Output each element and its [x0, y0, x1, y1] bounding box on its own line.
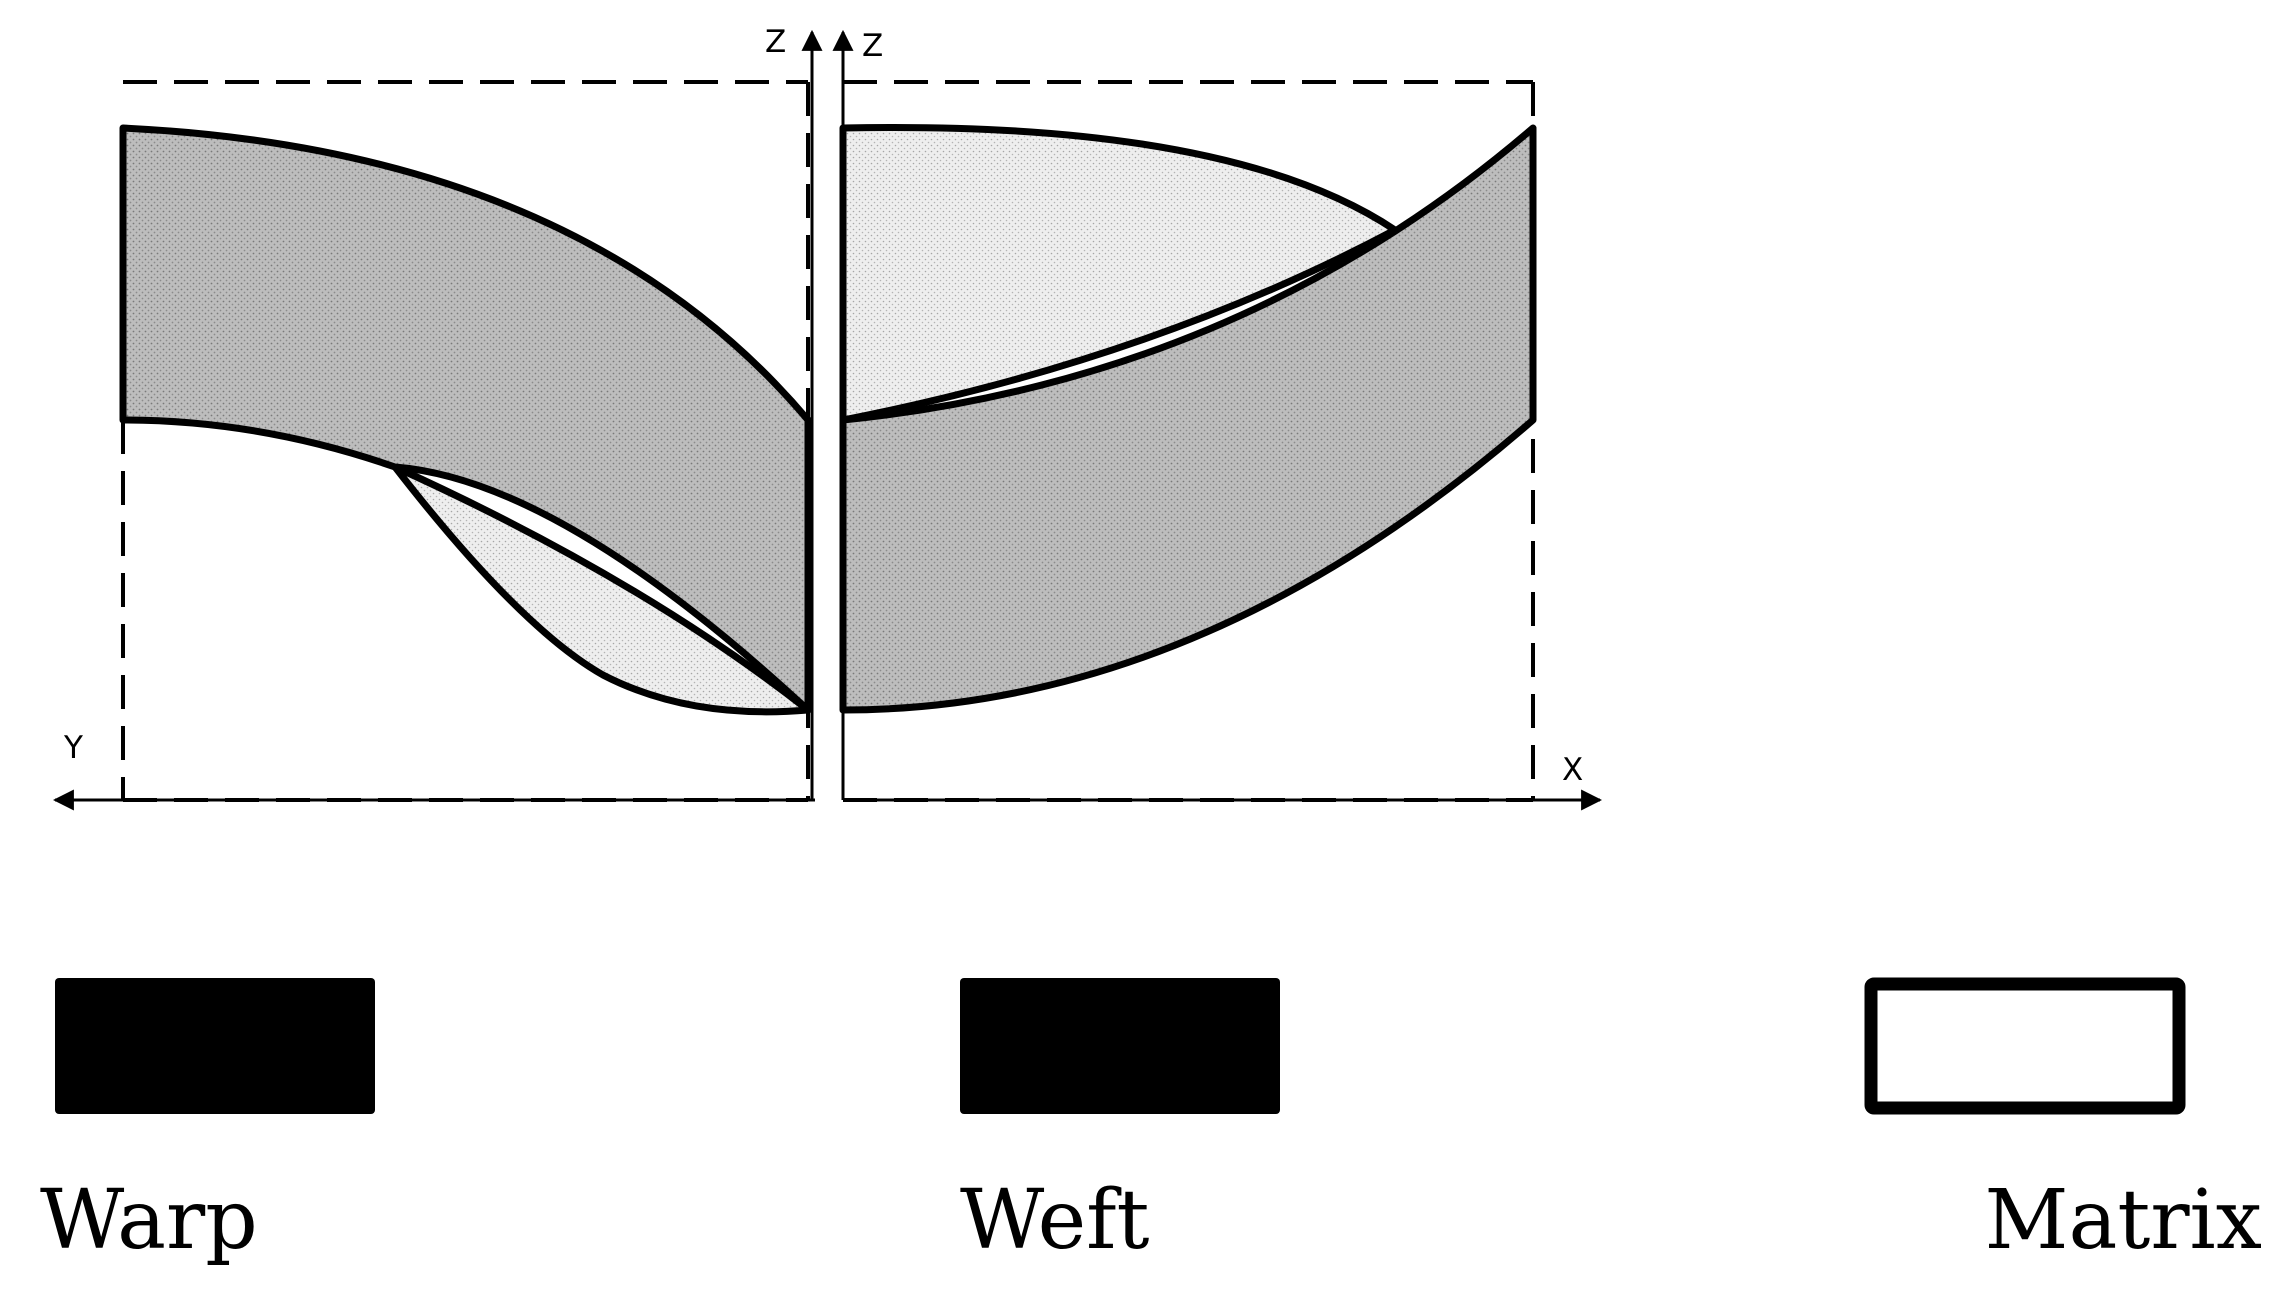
left-horizontal-axis-label: Y	[63, 730, 83, 766]
weft-swatch	[960, 978, 1280, 1114]
legend-item-matrix: Matrix	[1864, 977, 2262, 1268]
weft-label: Weft	[960, 1173, 1149, 1268]
legend: Warp Weft Matrix	[40, 977, 2262, 1268]
right-vertical-axis-label: Z	[862, 28, 883, 64]
right-horizontal-axis-label: X	[1562, 752, 1583, 788]
right-weft-tow	[839, 124, 1537, 714]
left-inner-lens	[391, 463, 812, 716]
warp-swatch	[55, 978, 375, 1114]
matrix-label: Matrix	[1985, 1173, 2262, 1268]
warp-label: Warp	[40, 1173, 258, 1268]
left-warp-tow	[119, 124, 812, 714]
matrix-swatch	[1864, 977, 2186, 1115]
legend-item-weft: Weft	[960, 978, 1280, 1268]
left-vertical-axis-label: Z	[765, 24, 786, 60]
right-panel: X Z	[832, 28, 1603, 811]
left-panel: Y Z	[52, 24, 823, 811]
legend-item-warp: Warp	[40, 978, 375, 1268]
